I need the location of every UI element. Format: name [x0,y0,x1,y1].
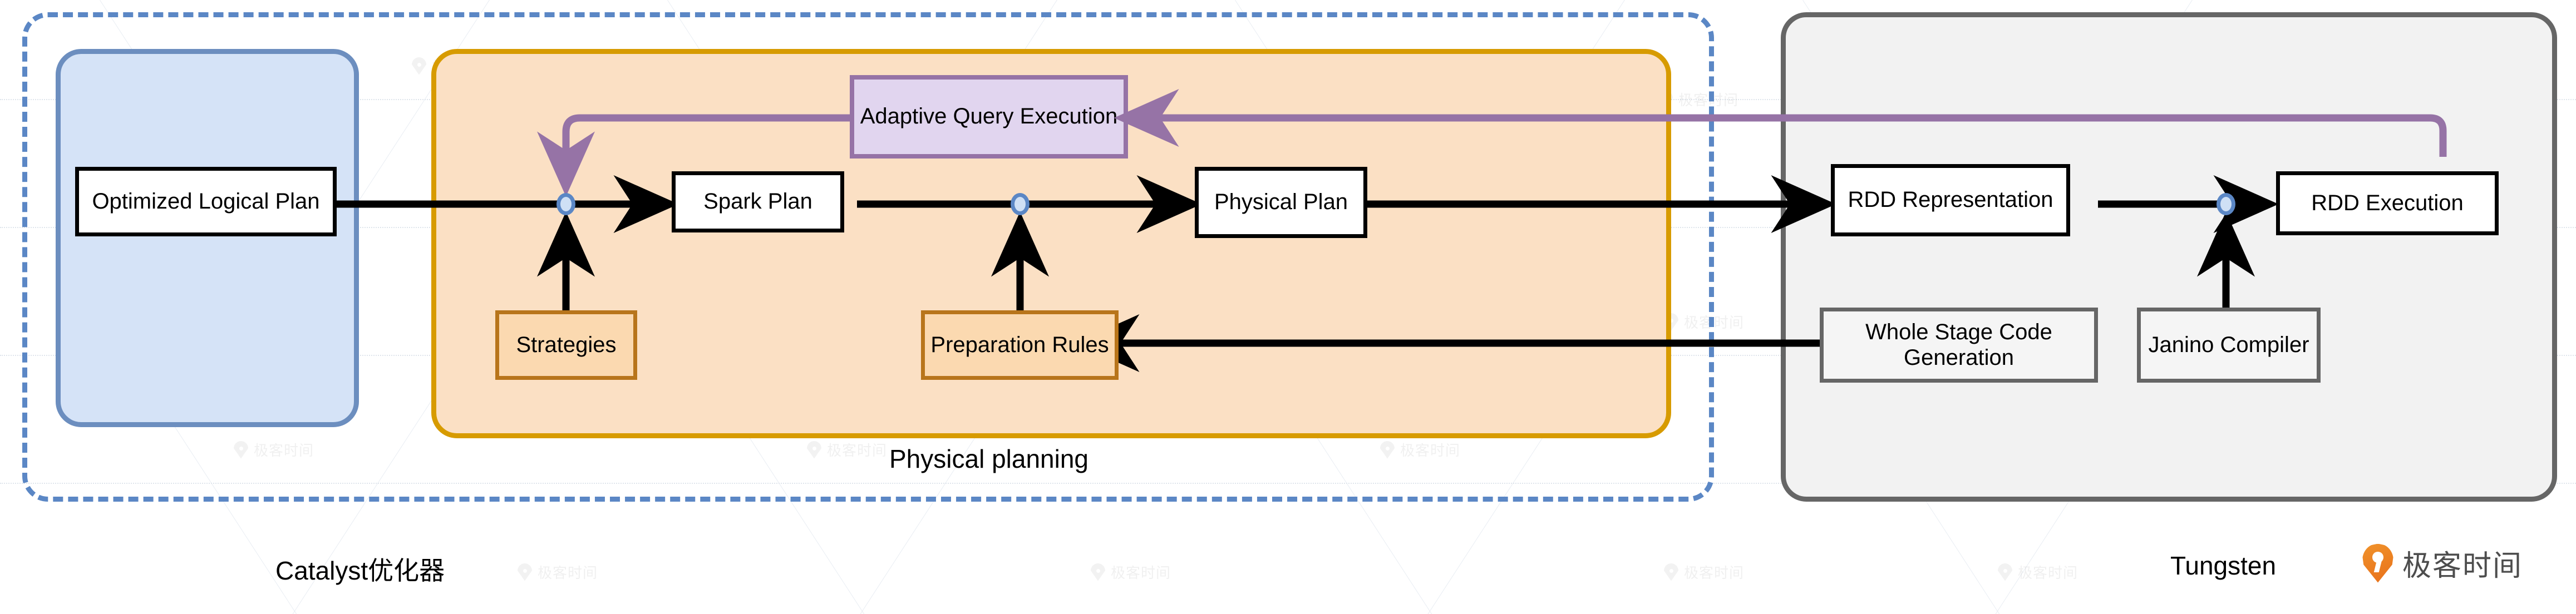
label-catalyst-optimizer: Catalyst优化器 [275,556,445,585]
node-optimized-logical-plan[interactable]: Optimized Logical Plan [75,167,337,236]
brand-name-label: 极客时间 [2402,550,2523,582]
node-physical-plan-label: Physical Plan [1214,190,1348,215]
node-adaptive-query-execution-label: Adaptive Query Execution [860,104,1118,129]
watermark: 极客时间 [518,562,598,582]
junction-node-rdd-execution-input [2217,193,2235,215]
label-tungsten: Tungsten [2170,551,2277,580]
node-strategies-label: Strategies [516,332,617,357]
node-preparation-rules[interactable]: Preparation Rules [921,310,1119,380]
node-rdd-execution-label: RDD Execution [2311,190,2464,215]
node-optimized-logical-plan-label: Optimized Logical Plan [92,189,320,214]
node-preparation-rules-label: Preparation Rules [930,332,1109,357]
zone-tungsten [1781,12,2557,502]
junction-node-physical-plan-input [1011,193,1030,215]
node-whole-stage-code-generation-label: Whole Stage Code Generation [1865,320,2052,370]
node-whole-stage-code-generation[interactable]: Whole Stage Code Generation [1820,308,2098,383]
node-adaptive-query-execution[interactable]: Adaptive Query Execution [850,75,1128,159]
node-rdd-execution[interactable]: RDD Execution [2276,171,2499,235]
zone-catalyst-optimizer [22,12,1714,502]
node-strategies[interactable]: Strategies [495,310,637,380]
node-physical-plan[interactable]: Physical Plan [1195,167,1367,238]
node-spark-plan[interactable]: Spark Plan [672,171,844,232]
node-rdd-representation-label: RDD Representation [1848,187,2053,212]
node-spark-plan-label: Spark Plan [703,189,812,214]
watermark: 极客时间 [1664,562,1744,582]
node-rdd-representation[interactable]: RDD Representation [1831,164,2070,236]
zone-logical-plan-group [56,49,359,427]
label-physical-planning: Physical planning [889,444,1089,473]
watermark: 极客时间 [1998,562,2078,582]
node-janino-compiler[interactable]: Janino Compiler [2137,308,2321,383]
brand-logo-geektime: 极客时间 [2362,542,2523,584]
location-pin-icon [2362,543,2393,583]
node-janino-compiler-label: Janino Compiler [2148,332,2309,357]
junction-node-spark-plan-input [556,193,575,215]
watermark: 极客时间 [1091,562,1171,582]
